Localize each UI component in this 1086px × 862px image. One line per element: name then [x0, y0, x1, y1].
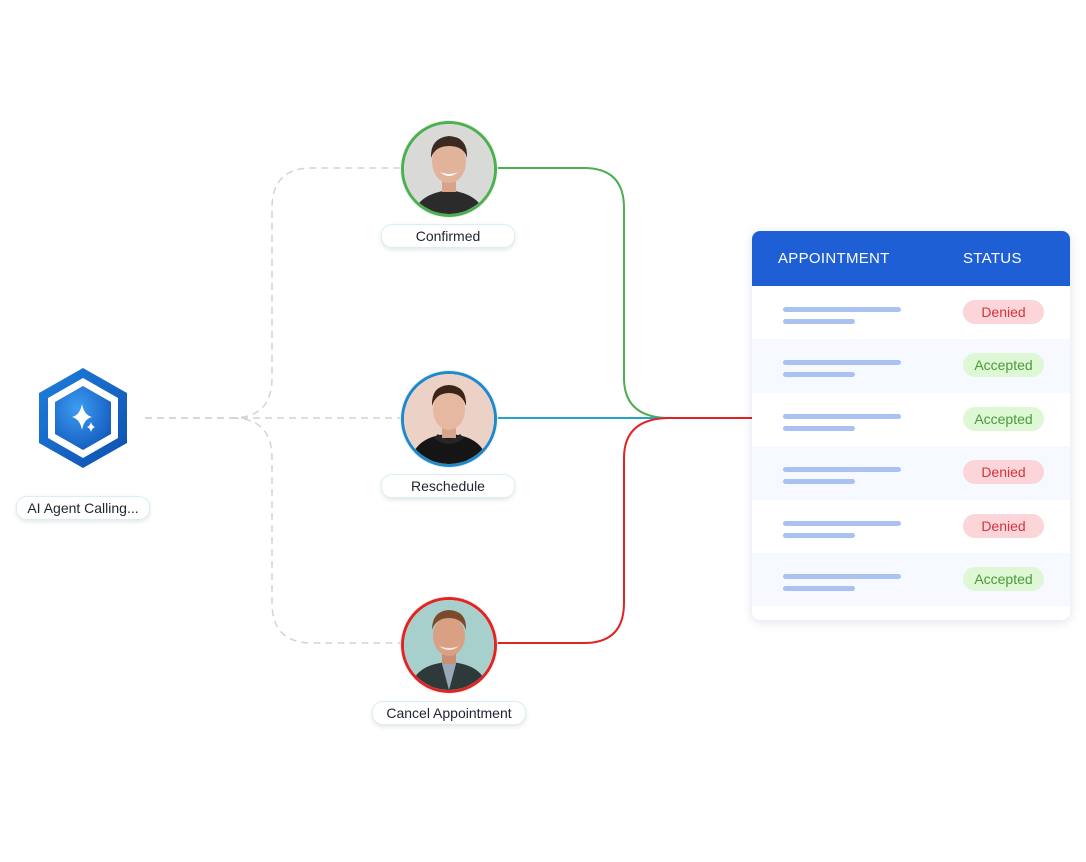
status-pill-confirmed: Confirmed [381, 224, 515, 248]
status-pill-reschedule: Reschedule [381, 474, 515, 498]
agent-status-pill: AI Agent Calling... [16, 496, 150, 520]
table-row: Denied [752, 446, 1070, 500]
avatar-cancel [401, 597, 497, 693]
status-badge: Denied [963, 460, 1044, 485]
status-badge: Accepted [963, 353, 1044, 378]
confirmed-to-table-line [494, 167, 671, 419]
sparkle-hexagon-icon [34, 366, 132, 470]
status-badge: Denied [963, 513, 1044, 538]
placeholder-line [783, 573, 901, 579]
cancel-to-table-line [494, 417, 752, 644]
placeholder-line [783, 467, 901, 473]
avatar-confirmed [401, 121, 497, 217]
placeholder-line [783, 319, 855, 324]
placeholder-line [783, 307, 901, 312]
status-badge: Accepted [963, 406, 1044, 431]
placeholder-line [783, 413, 901, 419]
placeholder-line [783, 425, 855, 431]
placeholder-line [783, 360, 901, 366]
table-header: APPOINTMENT STATUS [752, 231, 1070, 286]
placeholder-line [783, 479, 855, 485]
table-row: Denied [752, 286, 1070, 339]
status-badge: Accepted [963, 566, 1044, 591]
avatar-reschedule [401, 371, 497, 467]
table-row: Denied [752, 500, 1070, 553]
placeholder-line [783, 372, 855, 378]
agent-to-confirmed-line [145, 167, 400, 419]
placeholder-line [783, 520, 901, 526]
appointment-table: APPOINTMENT STATUS Denied Accepted Accep… [752, 231, 1070, 620]
placeholder-line [783, 585, 855, 591]
table-row: Accepted [752, 393, 1070, 446]
status-badge: Denied [963, 300, 1044, 324]
table-row: Accepted [752, 552, 1070, 607]
table-row: Accepted [752, 339, 1070, 393]
placeholder-line [783, 532, 855, 538]
column-header-appointment: APPOINTMENT [778, 250, 890, 267]
status-pill-cancel: Cancel Appointment [372, 701, 526, 725]
agent-to-cancel-line [231, 417, 400, 644]
column-header-status: STATUS [963, 250, 1022, 267]
